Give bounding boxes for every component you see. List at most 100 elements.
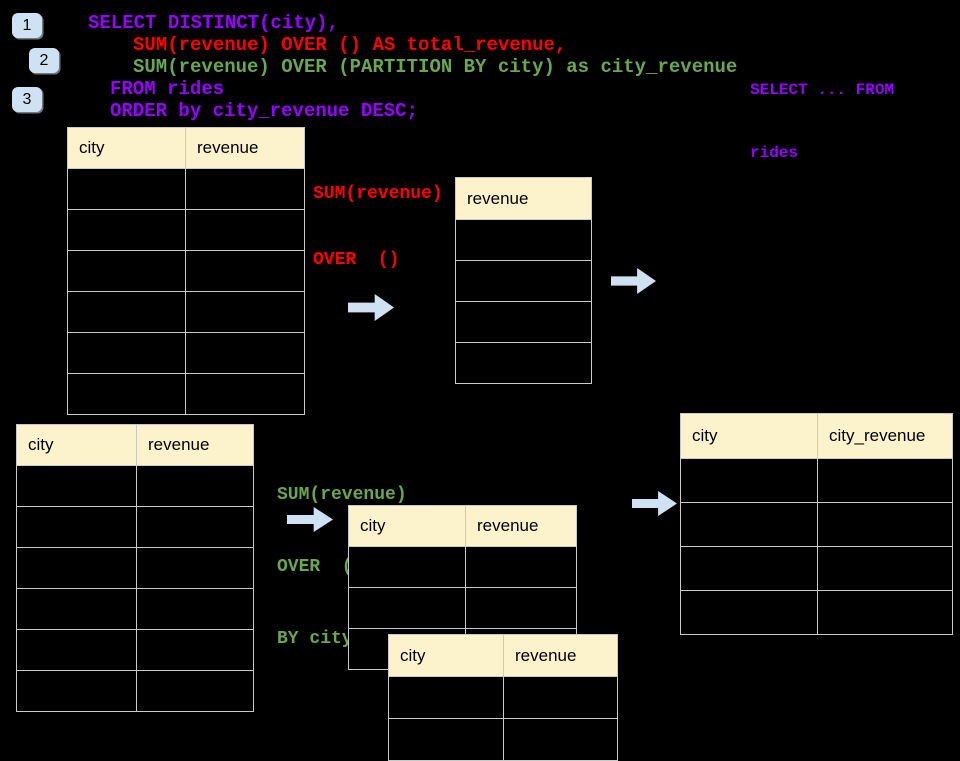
step-badge-3: 3	[12, 87, 42, 112]
table-row	[17, 506, 253, 547]
table-cell-empty	[137, 629, 253, 670]
table-cell-empty	[17, 465, 137, 506]
table-header-row: city revenue	[68, 128, 304, 168]
table-cell-empty	[504, 718, 617, 760]
table-row	[17, 465, 253, 506]
table-row	[68, 250, 304, 291]
annotation-total-line-1: SUM(revenue)	[313, 184, 443, 204]
table-cell-empty	[504, 676, 617, 718]
side-note-line-1: SELECT ... FROM	[750, 81, 895, 99]
table-cell-empty	[186, 168, 304, 209]
table-rides-source-bottom: city revenue	[16, 424, 254, 712]
table-cell-empty	[137, 670, 253, 711]
annotation-sum-over-all: SUM(revenue) OVER ()	[313, 139, 443, 293]
table-cell-empty	[389, 718, 504, 760]
table-row	[456, 260, 591, 301]
table-rides-source-top: city revenue	[67, 127, 305, 415]
table-row	[68, 373, 304, 414]
table-cell-empty	[137, 588, 253, 629]
table-row	[456, 342, 591, 383]
column-header-revenue: revenue	[466, 506, 576, 546]
table-row	[68, 209, 304, 250]
table-cell-empty	[681, 458, 818, 502]
annotation-partition-line-1: SUM(revenue)	[277, 485, 407, 505]
column-header-revenue: revenue	[137, 425, 253, 465]
step-badge-1: 1	[12, 13, 42, 38]
step-badge-2: 2	[29, 48, 59, 73]
table-cell-empty	[17, 547, 137, 588]
column-header-city: city	[349, 506, 466, 546]
table-cell-empty	[17, 588, 137, 629]
table-cell-empty	[818, 590, 952, 634]
table-header-row: revenue	[456, 178, 591, 219]
table-row	[349, 546, 576, 587]
table-cell-empty	[68, 291, 186, 332]
table-row	[389, 718, 617, 760]
table-total-revenue: revenue	[455, 177, 592, 384]
table-cell-empty	[68, 209, 186, 250]
column-header-revenue: revenue	[186, 128, 304, 168]
table-cell-empty	[681, 502, 818, 546]
table-row	[681, 546, 952, 590]
table-row	[456, 219, 591, 260]
table-row	[681, 502, 952, 546]
right-arrow-icon	[348, 294, 394, 321]
table-cell-empty	[681, 590, 818, 634]
side-note-line-2: rides	[750, 144, 799, 162]
table-header-row: city city_revenue	[681, 414, 952, 458]
table-cell-empty	[466, 628, 576, 669]
table-row	[389, 676, 617, 718]
table-header-row: city revenue	[389, 635, 617, 676]
table-row	[349, 587, 576, 628]
table-cell-empty	[818, 458, 952, 502]
table-row	[681, 458, 952, 502]
right-arrow-icon	[632, 491, 677, 516]
annotation-total-line-2: OVER ()	[313, 250, 400, 270]
table-body	[456, 219, 591, 383]
sql-line-total-revenue: SUM(revenue) OVER () AS total_revenue,	[133, 34, 567, 56]
table-partition-group-2: city revenue	[388, 634, 618, 761]
table-row	[68, 168, 304, 209]
sql-line-from: FROM rides	[110, 78, 225, 100]
table-row	[17, 547, 253, 588]
column-header-city: city	[389, 635, 504, 676]
table-cell-empty	[186, 209, 304, 250]
table-body	[389, 676, 617, 760]
table-row	[17, 588, 253, 629]
table-cell-empty	[68, 250, 186, 291]
sql-line-select: SELECT DISTINCT(city),	[88, 12, 339, 34]
table-row	[68, 291, 304, 332]
column-header-revenue: revenue	[504, 635, 617, 676]
table-cell-empty	[456, 260, 591, 301]
table-cell-empty	[389, 676, 504, 718]
table-body	[68, 168, 304, 414]
table-cell-empty	[681, 546, 818, 590]
table-row	[17, 629, 253, 670]
table-cell-empty	[186, 332, 304, 373]
table-cell-empty	[456, 219, 591, 260]
table-cell-empty	[68, 373, 186, 414]
sql-line-order-by: ORDER by city_revenue DESC;	[110, 100, 418, 122]
table-cell-empty	[349, 546, 466, 587]
side-note-select-from-rides: SELECT ... FROM rides	[750, 38, 894, 185]
table-cell-empty	[186, 291, 304, 332]
column-header-city: city	[681, 414, 818, 458]
column-header-city-revenue: city_revenue	[818, 414, 952, 458]
table-cell-empty	[17, 506, 137, 547]
table-cell-empty	[186, 250, 304, 291]
table-cell-empty	[466, 587, 576, 628]
table-row	[17, 670, 253, 711]
right-arrow-icon	[611, 268, 656, 294]
table-body	[17, 465, 253, 711]
table-cell-empty	[68, 168, 186, 209]
table-cell-empty	[17, 670, 137, 711]
table-cell-empty	[137, 465, 253, 506]
table-cell-empty	[456, 342, 591, 383]
table-cell-empty	[818, 546, 952, 590]
table-row	[681, 590, 952, 634]
table-body	[681, 458, 952, 634]
table-row	[68, 332, 304, 373]
table-result-city-revenue: city city_revenue	[680, 413, 953, 635]
table-cell-empty	[349, 587, 466, 628]
table-cell-empty	[137, 547, 253, 588]
